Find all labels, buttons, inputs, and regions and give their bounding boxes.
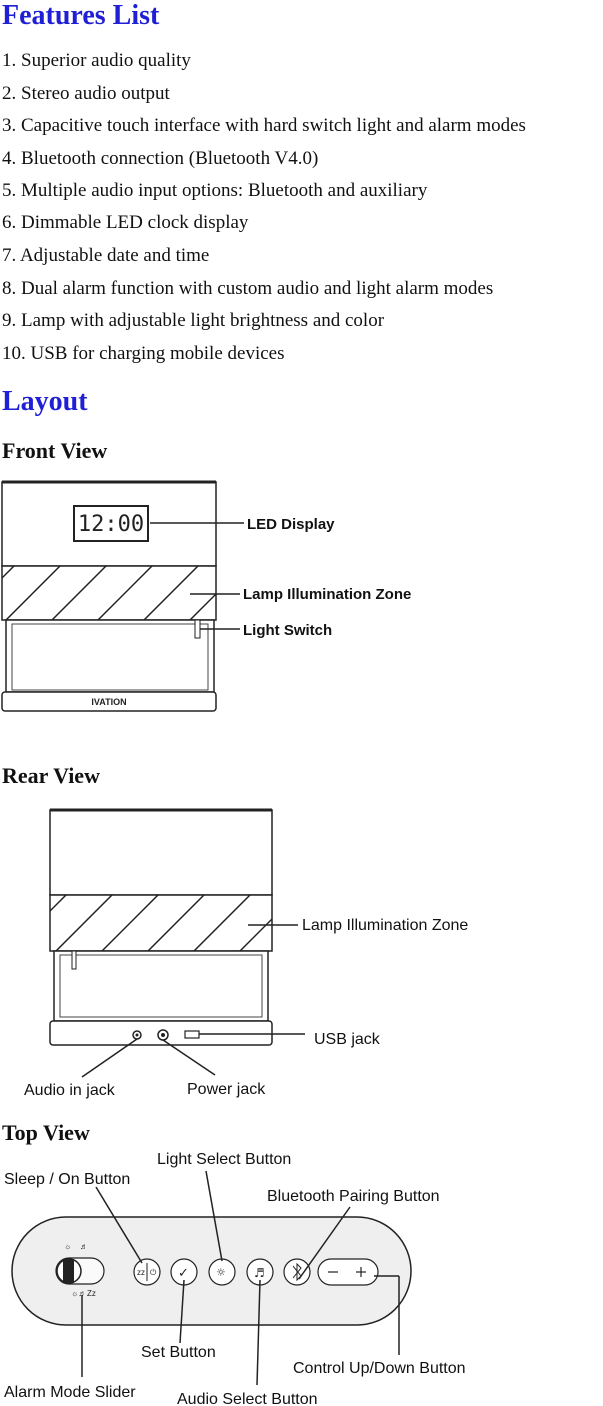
feature-item: 1. Superior audio quality	[2, 50, 191, 71]
feature-item: 9. Lamp with adjustable light brightness…	[2, 310, 385, 331]
feature-item: 8. Dual alarm function with custom audio…	[2, 278, 494, 299]
top-view-diagram: ☼ ♬ ☼♬ Zz zz ⏻ ✓ ☼ ♬ Sleep / On Button L…	[4, 1151, 466, 1406]
label-audio-in-jack: Audio in jack	[24, 1082, 116, 1099]
rear-view-title: Rear View	[2, 763, 100, 788]
features-heading: Features List	[2, 0, 160, 31]
clock-readout: 12:00	[78, 512, 144, 537]
set-button: ✓	[170, 1258, 198, 1286]
light-select-button: ☼	[208, 1258, 236, 1286]
svg-text:zz: zz	[137, 1268, 145, 1277]
light-switch	[194, 619, 201, 639]
lamp-illumination-zone	[49, 894, 273, 952]
label-light-switch: Light Switch	[243, 622, 332, 639]
rear-view-diagram: Lamp Illumination Zone USB jack Audio in…	[24, 808, 468, 1099]
label-power-jack: Power jack	[187, 1081, 266, 1098]
front-view-diagram: 12:00 IVATION LED Display Lamp Illuminat…	[1, 480, 411, 712]
layout-heading: Layout	[2, 386, 88, 417]
svg-text:☼: ☼	[216, 1266, 226, 1279]
feature-item: 4. Bluetooth connection (Bluetooth V4.0)	[2, 148, 319, 169]
control-up-down-button	[317, 1258, 379, 1286]
label-alarm-mode-slider: Alarm Mode Slider	[4, 1384, 136, 1401]
feature-item: 2. Stereo audio output	[2, 83, 170, 104]
feature-item: 10. USB for charging mobile devices	[2, 343, 285, 364]
svg-text:✓: ✓	[178, 1266, 189, 1281]
feature-item: 5. Multiple audio input options: Bluetoo…	[2, 180, 428, 201]
svg-text:Zz: Zz	[87, 1289, 96, 1298]
top-view-title: Top View	[2, 1120, 90, 1145]
label-usb-jack: USB jack	[314, 1031, 381, 1048]
label-lamp-zone: Lamp Illumination Zone	[302, 917, 468, 934]
lamp-illumination-zone	[1, 565, 217, 621]
sleep-on-button: zz ⏻	[133, 1258, 161, 1286]
svg-text:♬: ♬	[80, 1242, 88, 1251]
label-sleep-on: Sleep / On Button	[4, 1171, 130, 1188]
feature-item: 7. Adjustable date and time	[2, 245, 210, 266]
label-led-display: LED Display	[247, 516, 335, 533]
svg-text:☼: ☼	[64, 1242, 71, 1251]
front-view-title: Front View	[2, 438, 108, 463]
svg-text:☼♬: ☼♬	[71, 1289, 86, 1298]
usb-jack	[184, 1030, 200, 1039]
bluetooth-pairing-button	[283, 1258, 311, 1286]
label-audio-select: Audio Select Button	[177, 1391, 318, 1406]
feature-item: 6. Dimmable LED clock display	[2, 212, 249, 233]
svg-text:♬: ♬	[254, 1266, 265, 1280]
label-lamp-zone: Lamp Illumination Zone	[243, 586, 411, 603]
label-bluetooth-pairing: Bluetooth Pairing Button	[267, 1188, 440, 1205]
audio-select-button: ♬	[246, 1258, 274, 1286]
label-light-select: Light Select Button	[157, 1151, 291, 1168]
label-control-up-down: Control Up/Down Button	[293, 1360, 466, 1377]
label-set-button: Set Button	[141, 1344, 216, 1361]
led-display	[73, 505, 149, 542]
svg-text:⏻: ⏻	[150, 1268, 157, 1277]
brand-logo: IVATION	[91, 697, 126, 707]
feature-item: 3. Capacitive touch interface with hard …	[2, 115, 526, 136]
